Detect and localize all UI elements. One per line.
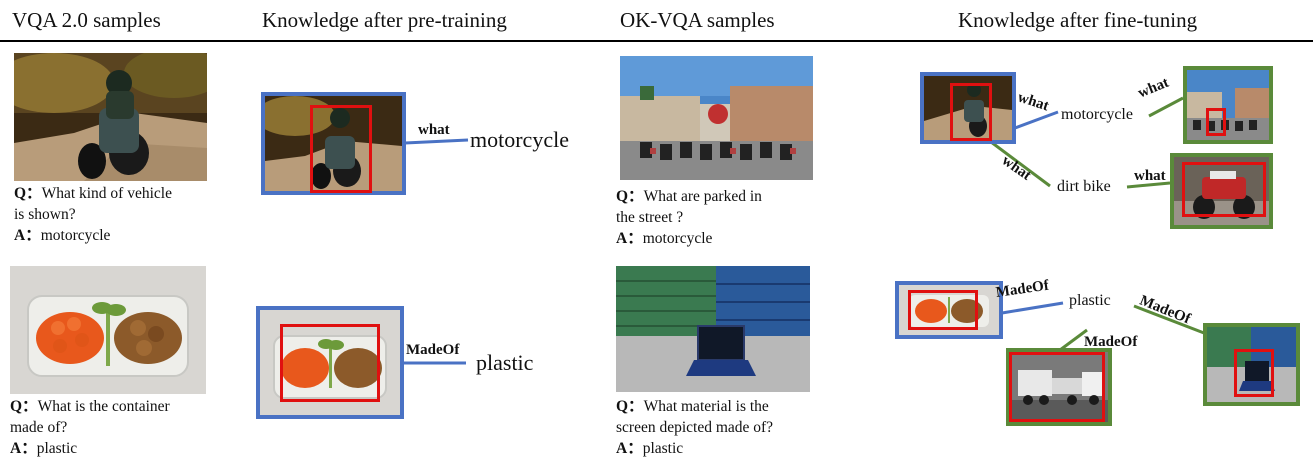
ft-motorcycle-region bbox=[950, 83, 992, 141]
vqa-qa-2: Q：What is the container made of? A：plast… bbox=[10, 396, 220, 459]
relation-label-what: what bbox=[418, 122, 450, 138]
header-vqa-samples: VQA 2.0 samples bbox=[12, 8, 161, 32]
relation-label-madeof: MadeOf bbox=[406, 342, 460, 358]
okvqa-street-image bbox=[620, 56, 813, 180]
ft-truck-frame bbox=[1006, 348, 1112, 426]
answer-prefix: A： bbox=[616, 440, 643, 457]
answer-text: plastic bbox=[36, 440, 78, 457]
pretrain-container-frame bbox=[256, 306, 404, 419]
ft-relation-madeof-2: MadeOf bbox=[1084, 334, 1138, 350]
node-plastic: plastic bbox=[476, 350, 534, 375]
question-text: What kind of vehicle bbox=[41, 185, 172, 202]
link-ft-madeof-2 bbox=[1059, 328, 1088, 352]
question-text-cont: is shown? bbox=[14, 206, 76, 223]
ft-truck-region bbox=[1009, 352, 1105, 422]
question-text: What material is the bbox=[643, 398, 769, 415]
answer-prefix: A： bbox=[14, 227, 41, 244]
answer-text: motorcycle bbox=[40, 227, 111, 244]
ft-node-plastic: plastic bbox=[1069, 292, 1111, 309]
link-ft-madeof-1 bbox=[1001, 301, 1064, 315]
link-ft-what-4 bbox=[1126, 181, 1171, 189]
vqa-qa-1: Q：What kind of vehicle is shown? A：motor… bbox=[14, 183, 214, 246]
link-ft-what-3 bbox=[982, 134, 1051, 188]
question-text-cont: made of? bbox=[10, 419, 68, 436]
okvqa-qa-1: Q：What are parked in the street ? A：moto… bbox=[616, 186, 826, 249]
question-prefix: Q： bbox=[616, 398, 644, 415]
header-rule bbox=[0, 40, 1313, 42]
pretrain-motorcycle-frame bbox=[261, 92, 406, 195]
question-text-cont: screen depicted made of? bbox=[616, 419, 774, 436]
ft-laptop-region bbox=[1234, 349, 1274, 397]
ft-node-motorcycle: motorcycle bbox=[1061, 106, 1133, 123]
ft-node-dirt-bike: dirt bike bbox=[1057, 178, 1111, 195]
link-ft-what-2 bbox=[1148, 96, 1184, 118]
link-what bbox=[404, 138, 469, 145]
ft-street-region bbox=[1206, 108, 1226, 136]
header-knowledge-finetuning: Knowledge after fine-tuning bbox=[958, 8, 1198, 32]
answer-text: plastic bbox=[642, 440, 684, 457]
question-text: What are parked in bbox=[643, 188, 762, 205]
header-okvqa-samples: OK-VQA samples bbox=[620, 8, 775, 32]
ft-dirtbike-region bbox=[1182, 162, 1266, 217]
question-prefix: Q： bbox=[616, 188, 644, 205]
pretrain-container-region bbox=[280, 324, 380, 402]
question-text-cont: the street ? bbox=[616, 209, 684, 226]
okvqa-qa-2: Q：What material is the screen depicted m… bbox=[616, 396, 836, 459]
ft-street-frame bbox=[1183, 66, 1273, 144]
answer-text: motorcycle bbox=[642, 230, 713, 247]
ft-container-region bbox=[908, 290, 978, 330]
header-knowledge-pretraining: Knowledge after pre-training bbox=[262, 8, 507, 32]
answer-prefix: A： bbox=[10, 440, 37, 457]
okvqa-laptop-image bbox=[616, 266, 810, 392]
question-prefix: Q： bbox=[14, 185, 42, 202]
ft-relation-what-4: what bbox=[1134, 168, 1166, 184]
node-motorcycle: motorcycle bbox=[470, 127, 569, 152]
answer-prefix: A： bbox=[616, 230, 643, 247]
link-ft-what-1 bbox=[1014, 110, 1059, 130]
vqa-container-image bbox=[10, 266, 206, 394]
ft-dirtbike-frame bbox=[1170, 153, 1273, 229]
pretrain-motorcycle-region bbox=[310, 105, 372, 193]
vqa-motorcycle-image bbox=[14, 53, 207, 181]
question-text: What is the container bbox=[37, 398, 170, 415]
question-prefix: Q： bbox=[10, 398, 38, 415]
